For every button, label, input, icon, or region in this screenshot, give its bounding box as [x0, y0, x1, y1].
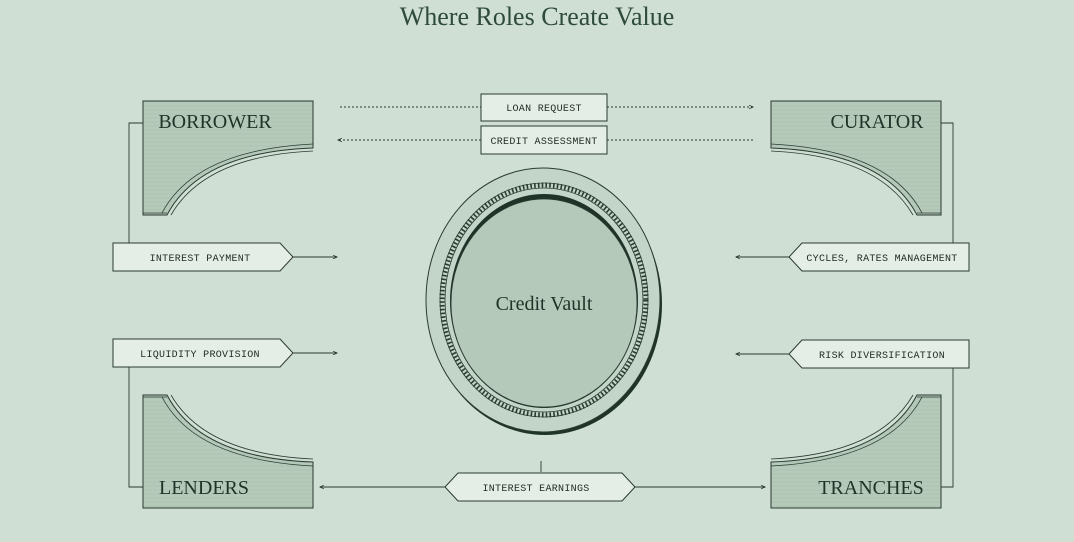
- top-flow-arrows: [338, 107, 753, 140]
- borrower-panel: BORROWER: [142, 100, 314, 216]
- tranches-label: TRANCHES: [818, 477, 924, 499]
- lenders-label: LENDERS: [159, 477, 249, 499]
- credit-vault-label: Credit Vault: [496, 293, 593, 315]
- credit-vault-medallion: Credit Vault: [425, 167, 662, 435]
- curator-panel: CURATOR: [770, 100, 942, 216]
- credit-assessment-box: CREDIT ASSESSMENT: [480, 125, 608, 155]
- cycles-rates-label: CYCLES, RATES MANAGEMENT: [806, 254, 957, 265]
- interest-earnings-label: INTEREST EARNINGS: [482, 484, 589, 495]
- loan-request-label: LOAN REQUEST: [506, 104, 582, 115]
- interest-payment-box: INTEREST PAYMENT: [112, 242, 337, 272]
- interest-earnings-box: INTEREST EARNINGS: [320, 472, 765, 502]
- lenders-panel: LENDERS: [142, 394, 314, 509]
- risk-diversification-label: RISK DIVERSIFICATION: [819, 351, 945, 362]
- cycles-rates-box: CYCLES, RATES MANAGEMENT: [736, 242, 970, 272]
- loan-request-box: LOAN REQUEST: [480, 93, 608, 122]
- credit-assessment-label: CREDIT ASSESSMENT: [490, 137, 597, 148]
- liquidity-provision-box: LIQUIDITY PROVISION: [112, 338, 337, 368]
- curator-label: CURATOR: [831, 111, 925, 133]
- tranches-panel: TRANCHES: [770, 394, 942, 509]
- page-title: Where Roles Create Value: [399, 2, 675, 31]
- borrower-label: BORROWER: [158, 111, 272, 133]
- liquidity-provision-label: LIQUIDITY PROVISION: [140, 350, 260, 361]
- connector-lines: [128, 122, 954, 488]
- interest-payment-label: INTEREST PAYMENT: [150, 254, 251, 265]
- risk-diversification-box: RISK DIVERSIFICATION: [736, 339, 970, 369]
